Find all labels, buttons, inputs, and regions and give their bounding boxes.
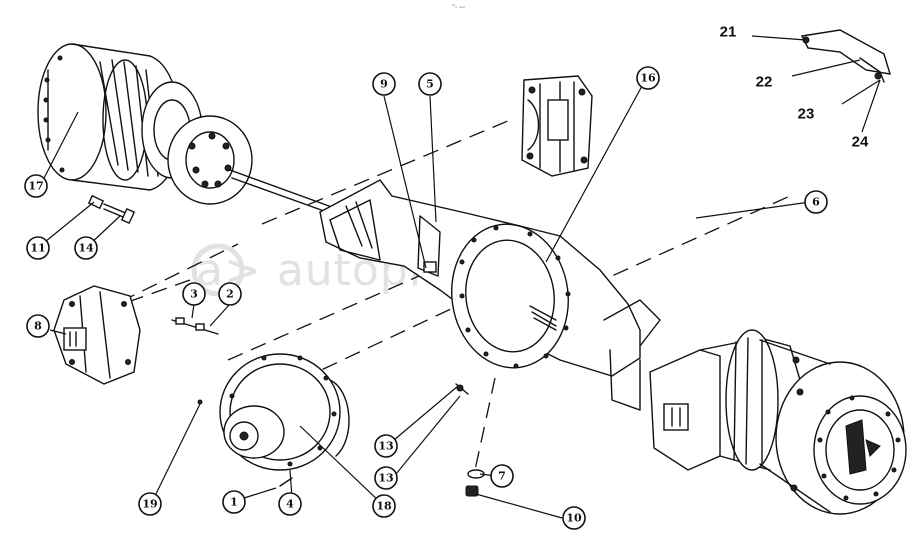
pin-set-3-2 bbox=[171, 317, 219, 335]
callout-c2[interactable]: 2 bbox=[218, 282, 242, 306]
svg-text:11: 11 bbox=[30, 242, 45, 255]
svg-text:10: 10 bbox=[566, 512, 582, 525]
differential-carrier bbox=[219, 353, 350, 471]
svg-text:19: 19 bbox=[142, 498, 157, 511]
callout-c14[interactable]: 14 bbox=[74, 236, 98, 260]
svg-text:4: 4 bbox=[286, 498, 294, 511]
svg-text:17: 17 bbox=[28, 180, 43, 193]
brake-caliper-top bbox=[521, 75, 593, 177]
callout-c11[interactable]: 11 bbox=[26, 236, 50, 260]
svg-text:14: 14 bbox=[78, 242, 94, 255]
svg-text:6: 6 bbox=[812, 196, 820, 209]
svg-text:3: 3 bbox=[190, 288, 198, 301]
callout-c16[interactable]: 16 bbox=[636, 66, 660, 90]
wheel-hub-right bbox=[649, 329, 907, 515]
svg-text:9: 9 bbox=[380, 78, 388, 91]
callout-c10[interactable]: 10 bbox=[562, 506, 586, 530]
callout-c8[interactable]: 8 bbox=[26, 314, 50, 338]
svg-text:16: 16 bbox=[640, 72, 656, 85]
callout-c18[interactable]: 18 bbox=[372, 494, 396, 518]
svg-text:18: 18 bbox=[376, 500, 392, 513]
top-mark: ᵐₒ ₘₘ bbox=[452, 4, 465, 10]
mounting-bracket bbox=[800, 29, 891, 83]
brake-caliper-left bbox=[53, 285, 141, 385]
label-21[interactable]: 21 bbox=[720, 24, 737, 41]
leader-lines bbox=[39, 35, 881, 519]
svg-text:7: 7 bbox=[498, 470, 506, 483]
svg-text:1: 1 bbox=[230, 496, 238, 509]
label-24[interactable]: 24 bbox=[852, 134, 869, 151]
callout-c19[interactable]: 19 bbox=[138, 492, 162, 516]
svg-text:5: 5 bbox=[426, 78, 434, 91]
callout-c13b[interactable]: 13 bbox=[374, 466, 398, 490]
svg-text:13: 13 bbox=[378, 440, 393, 453]
axle-shaft bbox=[229, 169, 341, 217]
callout-c13a[interactable]: 13 bbox=[374, 434, 398, 458]
small-hardware bbox=[197, 383, 485, 497]
label-23[interactable]: 23 bbox=[798, 106, 815, 123]
callout-c5[interactable]: 5 bbox=[418, 72, 442, 96]
svg-text:13: 13 bbox=[378, 472, 393, 485]
axle-housing bbox=[319, 179, 661, 411]
callout-c1[interactable]: 1 bbox=[222, 490, 246, 514]
callout-c7[interactable]: 7 bbox=[490, 464, 514, 488]
callout-c6[interactable]: 6 bbox=[804, 190, 828, 214]
label-22[interactable]: 22 bbox=[756, 74, 773, 91]
callout-c3[interactable]: 3 bbox=[182, 282, 206, 306]
callout-c9[interactable]: 9 bbox=[372, 72, 396, 96]
wheel-hub-left bbox=[37, 43, 253, 205]
svg-text:8: 8 bbox=[34, 320, 42, 333]
callout-c17[interactable]: 17 bbox=[24, 174, 48, 198]
callout-c4[interactable]: 4 bbox=[278, 492, 302, 516]
svg-text:2: 2 bbox=[226, 288, 234, 301]
bolt-set-11-14 bbox=[87, 194, 136, 225]
